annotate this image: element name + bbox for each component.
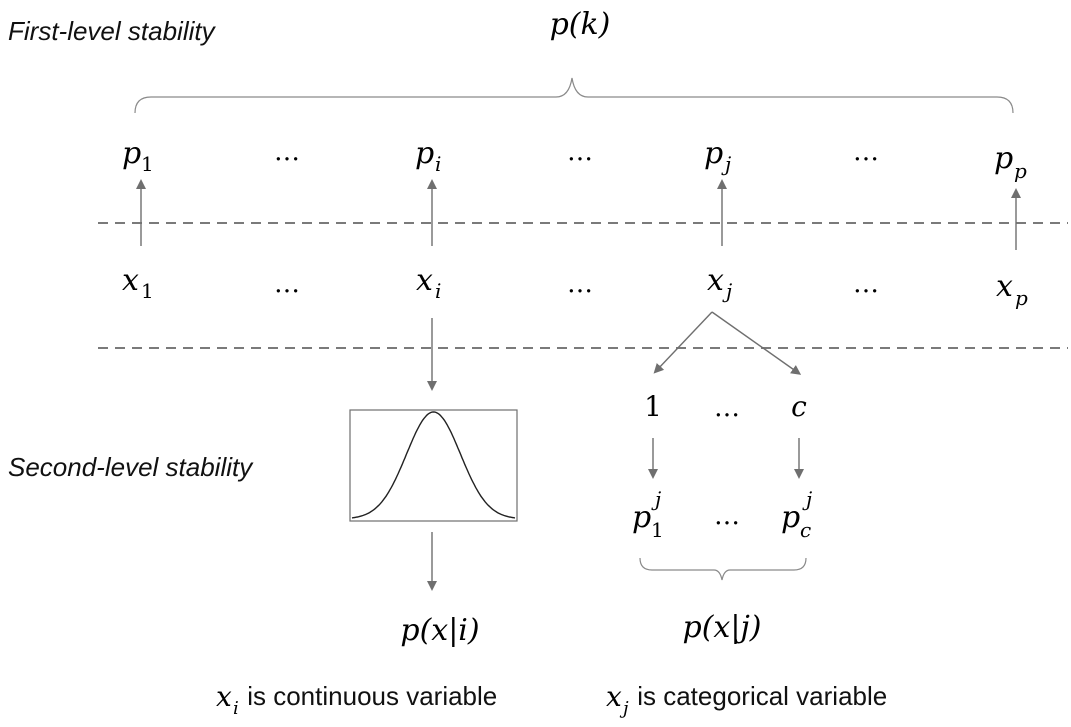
prob-pp: p p	[994, 141, 1027, 183]
var-x1: x 1	[122, 263, 154, 303]
svg-text:x: x	[122, 263, 139, 298]
svg-text:is categorical variable: is categorical variable	[630, 681, 887, 711]
prob-p1j: p 1 j	[632, 487, 664, 542]
prob-pi: p i	[415, 136, 441, 176]
prob-pj: p j	[704, 136, 731, 176]
svg-text:p: p	[1014, 159, 1027, 183]
svg-text:x: x	[996, 269, 1013, 304]
pxj-label: p(x|j)	[683, 610, 762, 645]
svg-text:p: p	[122, 136, 141, 171]
caption-categorical: x j is categorical variable	[606, 680, 887, 719]
gaussian-curve	[351, 411, 516, 519]
category-c: c	[791, 390, 807, 423]
caption-continuous: x i is continuous variable	[216, 680, 497, 719]
first-level-label: First-level stability	[8, 16, 217, 46]
arrow-xj-1	[653, 311, 713, 374]
svg-text:x: x	[606, 680, 622, 713]
var-dots-3: …	[853, 269, 879, 299]
svg-text:p: p	[415, 136, 434, 171]
svg-text:1: 1	[141, 279, 154, 303]
svg-text:i: i	[435, 152, 441, 176]
category-1: 1	[644, 390, 662, 423]
svg-text:j: j	[802, 487, 812, 511]
prob-pcj: p c j	[781, 487, 812, 542]
var-dots-2: …	[567, 269, 593, 299]
var-xi: x i	[416, 263, 441, 303]
svg-text:i: i	[435, 279, 441, 303]
svg-text:p: p	[704, 136, 723, 171]
svg-text:j: j	[721, 152, 731, 176]
svg-text:p: p	[632, 500, 651, 535]
density-box	[349, 409, 518, 522]
svg-text:x: x	[216, 680, 232, 713]
prob-cat-dots: …	[714, 501, 740, 531]
prob-p1: p 1	[122, 136, 154, 176]
svg-text:p: p	[1015, 286, 1028, 310]
svg-text:x: x	[707, 263, 724, 298]
svg-text:j: j	[722, 279, 732, 303]
second-level-label: Second-level stability	[8, 452, 254, 482]
category-dots: …	[714, 393, 740, 423]
bottom-brace	[639, 557, 807, 581]
var-xj: x j	[707, 263, 732, 303]
svg-text:1: 1	[651, 518, 664, 542]
svg-text:is continuous variable: is continuous variable	[240, 681, 497, 711]
prob-dots-2: …	[567, 137, 593, 167]
top-brace	[134, 77, 1014, 114]
prob-dots-3: …	[853, 137, 879, 167]
svg-text:x: x	[416, 263, 433, 298]
svg-text:j: j	[651, 487, 661, 511]
svg-text:i: i	[233, 698, 239, 719]
svg-text:p: p	[994, 141, 1013, 176]
pxi-label: p(x|i)	[400, 613, 479, 648]
var-dots-1: …	[274, 269, 300, 299]
var-xp: x p	[996, 269, 1028, 310]
svg-text:j: j	[619, 698, 629, 719]
pk-label: p(k)	[550, 7, 611, 42]
svg-text:p: p	[781, 500, 800, 535]
svg-text:c: c	[800, 518, 811, 542]
arrow-xj-c	[711, 311, 802, 375]
svg-text:1: 1	[141, 152, 154, 176]
prob-dots-1: …	[274, 137, 300, 167]
